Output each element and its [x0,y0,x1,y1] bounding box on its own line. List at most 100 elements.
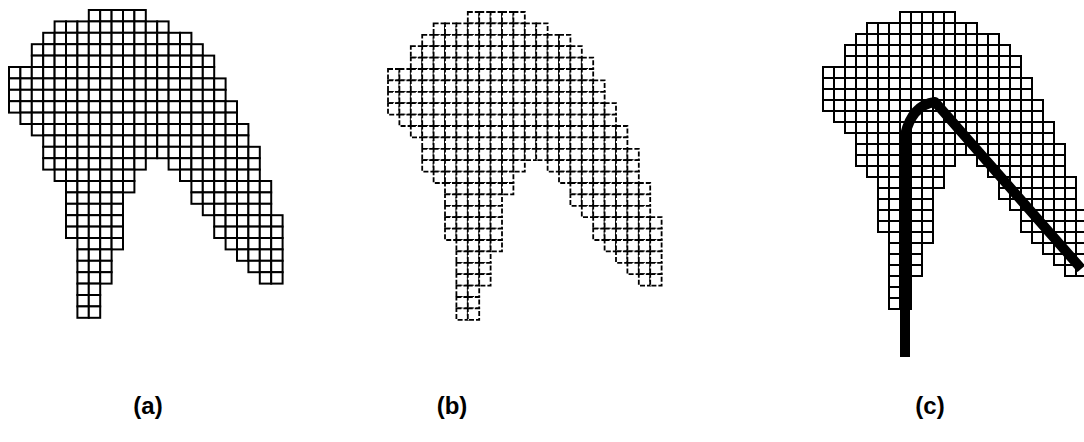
grid-cell [89,56,100,67]
grid-cell [627,160,638,171]
grid-cell [1054,166,1065,177]
grid-cell [1032,100,1043,111]
grid-cell [525,69,536,80]
grid-cell [639,274,650,285]
grid-cell [1010,78,1021,89]
grid-cell [911,188,922,199]
grid-cell [1010,122,1021,133]
grid-cell [593,183,604,194]
grid-cell [513,149,524,160]
grid-cell [988,100,999,111]
grid-cell [226,215,237,226]
grid-cell [89,44,100,55]
grid-cell [889,287,900,298]
grid-cell [570,103,581,114]
grid-cell [169,101,180,112]
grid-cell [593,126,604,137]
grid-cell [157,124,168,135]
grid-cell [445,137,456,148]
grid-cell [55,101,66,112]
grid-cell [180,147,191,158]
grid-cell [502,23,513,34]
grid-cell [491,92,502,103]
grid-cell [260,215,271,226]
grid-cell [491,240,502,251]
grid-cell [456,297,467,308]
grid-cell [237,147,248,158]
grid-cell [237,124,248,135]
grid-cell [834,78,845,89]
grid-cell [977,122,988,133]
grid-cell [922,221,933,232]
grid-cell [77,284,88,295]
grid-cell [1076,243,1084,254]
grid-cell [89,21,100,32]
grid-cell [878,122,889,133]
grid-cell [966,111,977,122]
grid-cell [237,249,248,260]
grid-cell [605,206,616,217]
grid-cell [999,67,1010,78]
grid-cell [445,23,456,34]
grid-cell [203,192,214,203]
grid-cell [191,78,202,89]
grid-cell [66,192,77,203]
grid-cell [900,56,911,67]
grid-cell [169,135,180,146]
grid-cell [66,78,77,89]
grid-cell [922,144,933,155]
grid-cell [856,111,867,122]
grid-cell [593,217,604,228]
grid-cell [100,56,111,67]
grid-cell [889,89,900,100]
grid-cell [434,92,445,103]
grid-cell [468,137,479,148]
grid-cell [944,133,955,144]
grid-cell [922,45,933,56]
grid-cell [911,45,922,56]
grid-cell [955,89,966,100]
grid-cell [911,12,922,23]
grid-cell [32,56,43,67]
grid-cell [834,89,845,100]
grid-cell [878,100,889,111]
grid-cell [434,149,445,160]
grid-cell [32,113,43,124]
grid-cell [933,133,944,144]
grid-cell [89,90,100,101]
grid-cell [1076,210,1084,221]
grid-cell [214,78,225,89]
grid-cell [911,243,922,254]
grid-cell [399,80,410,91]
grid-cell [593,172,604,183]
grid-cell [214,181,225,192]
grid-cell [491,80,502,91]
grid-cell [878,34,889,45]
grid-cell [977,67,988,78]
grid-cell [616,229,627,240]
grid-cell [66,90,77,101]
grid-cell [823,89,834,100]
grid-cell [100,113,111,124]
grid-cell [933,155,944,166]
grid-cell [605,229,616,240]
grid-cell [911,232,922,243]
grid-cell [650,274,661,285]
grid-cell [456,126,467,137]
grid-cell [1010,67,1021,78]
grid-cell [1065,232,1076,243]
grid-cell [1032,188,1043,199]
grid-cell [845,56,856,67]
grid-cell [66,147,77,158]
grid-cell [616,160,627,171]
grid-cell [570,115,581,126]
grid-cell [434,58,445,69]
grid-cell [43,90,54,101]
grid-cell [845,89,856,100]
grid-cell [1076,221,1084,232]
grid-cell [944,67,955,78]
grid-cell [9,90,20,101]
grid-cell [582,92,593,103]
grid-cell [468,149,479,160]
grid-cell [134,33,145,44]
